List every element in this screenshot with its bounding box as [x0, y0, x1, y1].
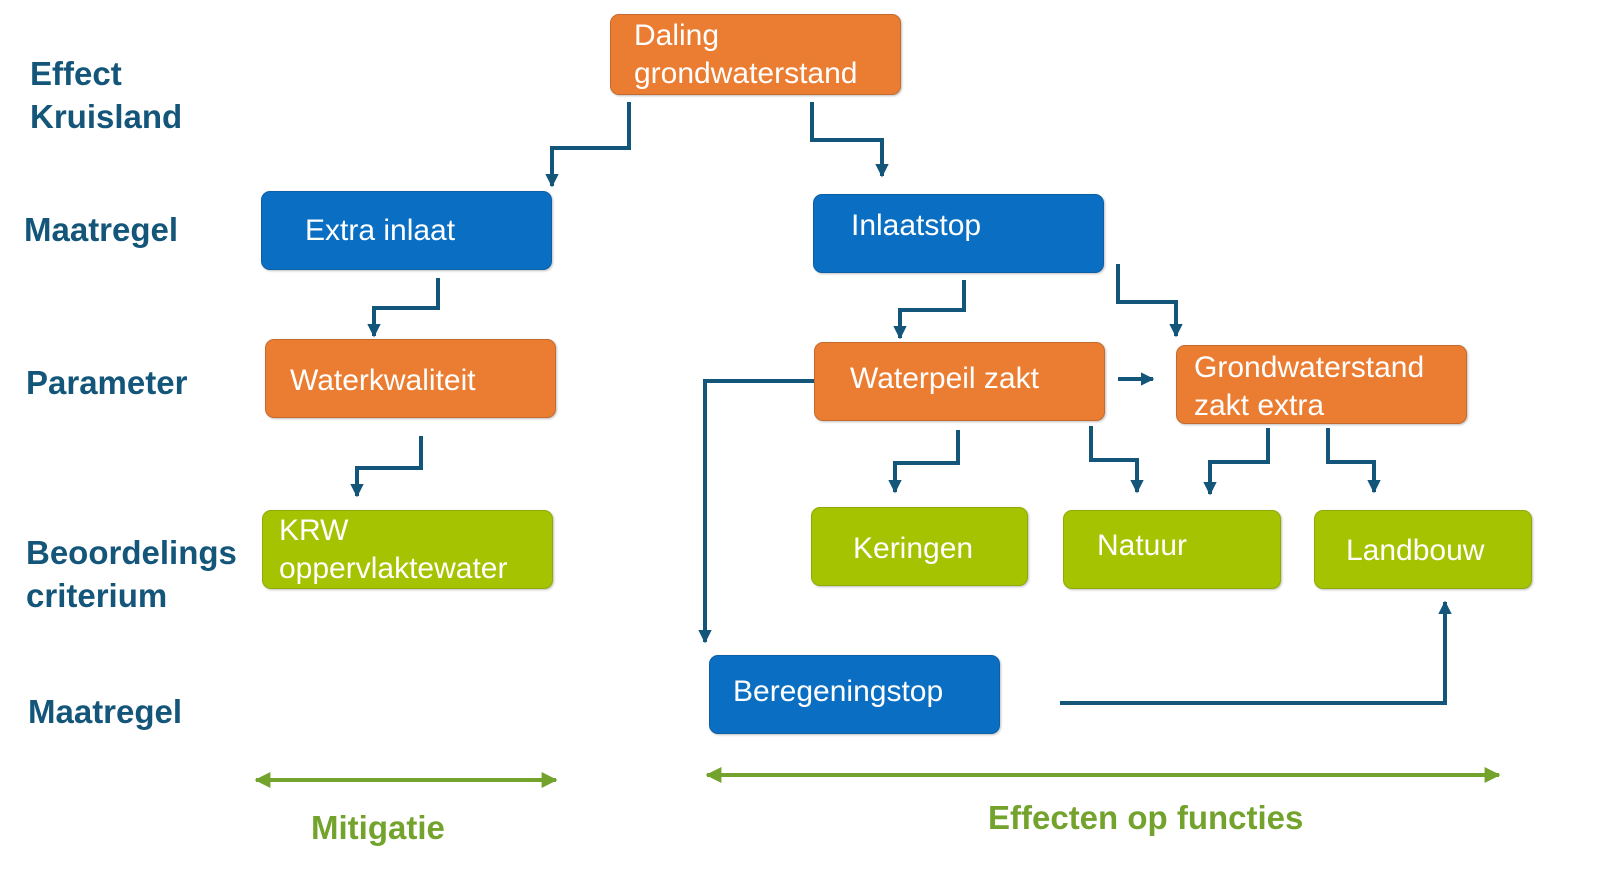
- footer-label-mitigatie: Mitigatie: [311, 809, 445, 846]
- connector-inlaatstop-waterpeil: [893, 280, 966, 340]
- row-label-parameter: Parameter: [26, 364, 188, 401]
- connector-waterpeil-beregeningstop: [698, 379, 816, 644]
- connector-extra-inlaat-waterkwaliteit: [367, 278, 440, 338]
- connector-grondwaterstand-natuur: [1203, 428, 1270, 496]
- connector-beregeningstop-landbouw: [1060, 600, 1452, 705]
- row-label-beoordelingscriterium: Beoordelings criterium: [26, 534, 237, 614]
- node-daling-grondwaterstand: Daling grondwaterstand: [610, 14, 901, 95]
- row-label-maatregel-2: Maatregel: [28, 693, 183, 730]
- node-waterpeil-zakt: Waterpeil zakt: [814, 342, 1105, 421]
- connector-daling-extra-inlaat: [545, 102, 631, 188]
- node-extra-inlaat: Extra inlaat: [261, 191, 552, 270]
- connector-daling-inlaatstop: [810, 102, 889, 178]
- footer-label-effecten-op-functies: Effecten op functies: [988, 799, 1304, 836]
- connector-waterpeil-keringen: [888, 430, 960, 494]
- row-label-effect: Effect Kruisland: [30, 55, 183, 135]
- connector-grondwaterstand-landbouw: [1326, 428, 1381, 494]
- connector-waterpeil-natuur: [1089, 426, 1144, 494]
- row-label-maatregel: Maatregel: [24, 211, 179, 248]
- node-krw-oppervlaktewater: KRW oppervlaktewater: [262, 510, 553, 589]
- node-grondwaterstand-zakt-extra: Grondwaterstand zakt extra: [1176, 345, 1467, 424]
- node-inlaatstop: Inlaatstop: [813, 194, 1104, 273]
- node-beregeningstop: Beregeningstop: [709, 655, 1000, 734]
- node-waterkwaliteit: Waterkwaliteit: [265, 339, 556, 418]
- node-keringen: Keringen: [811, 507, 1028, 586]
- connector-waterkwaliteit-krw: [350, 436, 423, 498]
- node-landbouw: Landbouw: [1314, 510, 1532, 589]
- node-natuur: Natuur: [1063, 510, 1281, 589]
- connector-inlaatstop-grondwaterstand: [1116, 264, 1183, 338]
